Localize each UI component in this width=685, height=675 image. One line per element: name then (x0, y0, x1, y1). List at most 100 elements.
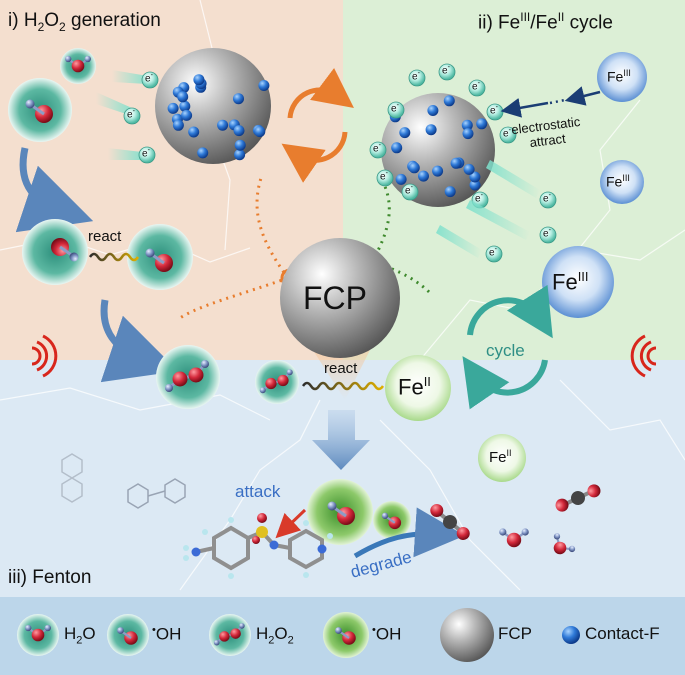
teal-cycle-arrows (462, 284, 553, 410)
fe2-label-small: FeII (489, 448, 512, 466)
electron-label: e- (472, 80, 480, 92)
contact-f-dot (469, 171, 481, 183)
electron-label: e- (380, 170, 388, 182)
electron-charge: - (548, 227, 551, 234)
legend-contact-f-label: Contact-F (585, 624, 660, 643)
pollutant-molecule-mid (127, 478, 186, 509)
contact-f-dot (469, 179, 481, 191)
fe3-label-large: FeIII (552, 269, 589, 295)
fe3-ion-mid (600, 160, 644, 204)
fe3-ion-top (597, 52, 647, 102)
panel-title-h2o2: i) H2O2 generation (8, 10, 161, 34)
electron-letter: e (391, 103, 397, 115)
electron-letter: e (543, 228, 549, 240)
electron-charge: - (150, 72, 153, 79)
fe3-label-top: FeIII (607, 68, 631, 85)
electron-label: e- (475, 192, 483, 204)
electron-label: e- (405, 184, 413, 196)
contact-f-dot (234, 149, 246, 161)
fe3-label-mid: FeIII (606, 173, 630, 190)
legend-oh-label: •OH (152, 624, 182, 644)
electrostatic-arrow-left (500, 97, 549, 118)
legend-oh-radical-bubble (323, 612, 369, 658)
electron-charge: - (378, 142, 381, 149)
contact-f-dot (462, 128, 474, 140)
contact-f-dot (418, 170, 429, 182)
electron-label: e- (503, 127, 511, 139)
contact-f-dot (399, 127, 411, 139)
contact-f-dot (172, 119, 184, 131)
oh-radical-bubble-small (373, 501, 411, 539)
electron-letter: e (145, 73, 151, 85)
green-dotted-link (370, 179, 391, 263)
sulfonamide-molecule (183, 513, 333, 579)
fe3-ion-large (542, 246, 614, 318)
contact-f-dot (427, 105, 439, 116)
electron-charge: - (477, 80, 480, 87)
electron-charge: - (385, 170, 388, 177)
electron-label: e- (412, 70, 420, 82)
electron-label: e- (127, 108, 135, 120)
contact-f-dot (463, 163, 475, 175)
contact-f-dots-right (389, 95, 488, 198)
electron-charge: - (132, 108, 135, 115)
electron-letter: e (380, 171, 386, 183)
panel-title-fe-cycle: ii) FeIII/FeII cycle (478, 10, 613, 34)
contact-f-dot (233, 125, 245, 137)
electron-letter: e (142, 148, 148, 160)
contact-f-dot (258, 80, 270, 91)
electron-letter: e (475, 193, 481, 205)
fe2-ion-small (478, 434, 526, 482)
legend-h2o2-bubble (209, 614, 251, 656)
electron-charge: - (410, 184, 413, 191)
contact-f-dot (476, 118, 488, 130)
legend-oh-bubble (107, 614, 149, 656)
electron-charge: - (495, 104, 498, 111)
react-label-top: react (88, 228, 122, 245)
contact-f-dot (425, 124, 437, 136)
contact-f-dot (193, 74, 205, 86)
contact-f-dot (461, 119, 473, 131)
electron-charge: - (548, 192, 551, 199)
electron-label: e- (489, 246, 497, 258)
legend-fcp-label: FCP (498, 624, 532, 643)
legend-h2o2-label: H2O2 (256, 624, 294, 647)
electron-label: e- (391, 102, 399, 114)
contact-f-dot (450, 157, 462, 169)
orange-dotted-link (255, 174, 290, 279)
arrow-curve-left (15, 147, 94, 233)
electron-letter: e (503, 128, 509, 140)
react-wave-mid (301, 381, 385, 391)
contact-f-dot (432, 165, 444, 177)
electron-letter: e (543, 193, 549, 205)
electron-label: e- (373, 142, 381, 154)
contact-f-dot (188, 126, 200, 138)
electron-label: e- (543, 192, 551, 204)
signal-icon-right (630, 334, 657, 378)
contact-f-dot (179, 100, 191, 112)
electrostatic-arrow-right (564, 86, 601, 106)
pollutant-molecule-faint (61, 453, 83, 503)
panel-fenton-background (0, 360, 685, 597)
attack-label: attack (235, 482, 281, 501)
fe2-ion-large (385, 355, 451, 421)
electron-trails-right (436, 160, 540, 258)
legend-h2o-label: H2O (64, 624, 96, 647)
electron-charge: - (508, 127, 511, 134)
electron-label: e- (490, 104, 498, 116)
legend-oh-radical-label: •OH (372, 624, 402, 644)
fcp-center-sphere (280, 238, 400, 358)
electron-charge: - (447, 64, 450, 71)
contact-f-dot (177, 91, 189, 103)
panel-title-fenton: iii) Fenton (8, 567, 92, 588)
electron-letter: e (472, 81, 478, 93)
electrostatic-dots (549, 98, 566, 105)
signal-icon-left (31, 334, 58, 378)
h2o2-bubble-large (156, 345, 220, 409)
electron-letter: e (490, 105, 496, 117)
electron-letter: e (373, 143, 379, 155)
oh-bubble-react-left (22, 219, 88, 285)
attack-arrow (275, 508, 307, 539)
